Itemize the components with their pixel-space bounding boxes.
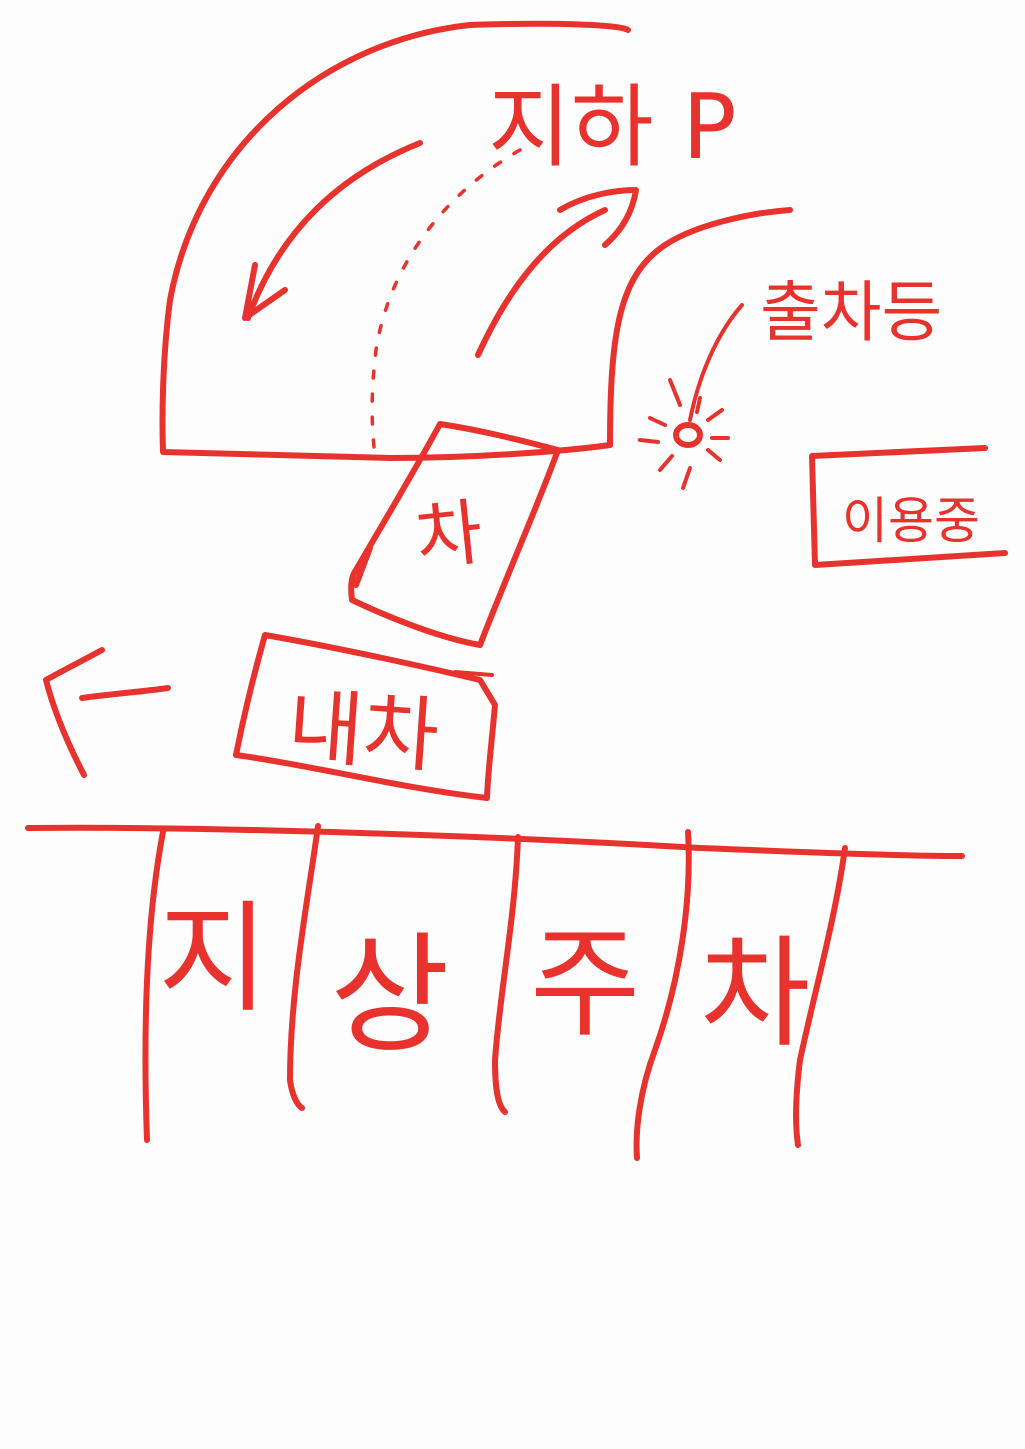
exit-light-label: 출차등	[760, 274, 942, 351]
car-box	[348, 421, 561, 648]
underground-parking-label: 지하 P	[488, 75, 736, 180]
my-car-label: 내차	[285, 679, 442, 784]
ground-parking-lot	[25, 823, 965, 1161]
in-use-label: 이용중	[842, 492, 980, 550]
light-bulb-icon	[638, 303, 744, 490]
curved-arrow-down-icon	[242, 140, 423, 321]
ground-parking-char-3: 주	[530, 915, 640, 1054]
ground-parking-char-4: 차	[700, 925, 810, 1064]
curved-arrow-up-icon	[475, 187, 639, 358]
ground-parking-char-1: 지	[158, 890, 268, 1029]
my-car-box	[233, 632, 498, 801]
in-use-box	[809, 445, 1008, 568]
ground-parking-char-2: 상	[330, 919, 450, 1071]
car-label: 차	[412, 490, 487, 580]
arrow-left-icon	[43, 647, 171, 778]
